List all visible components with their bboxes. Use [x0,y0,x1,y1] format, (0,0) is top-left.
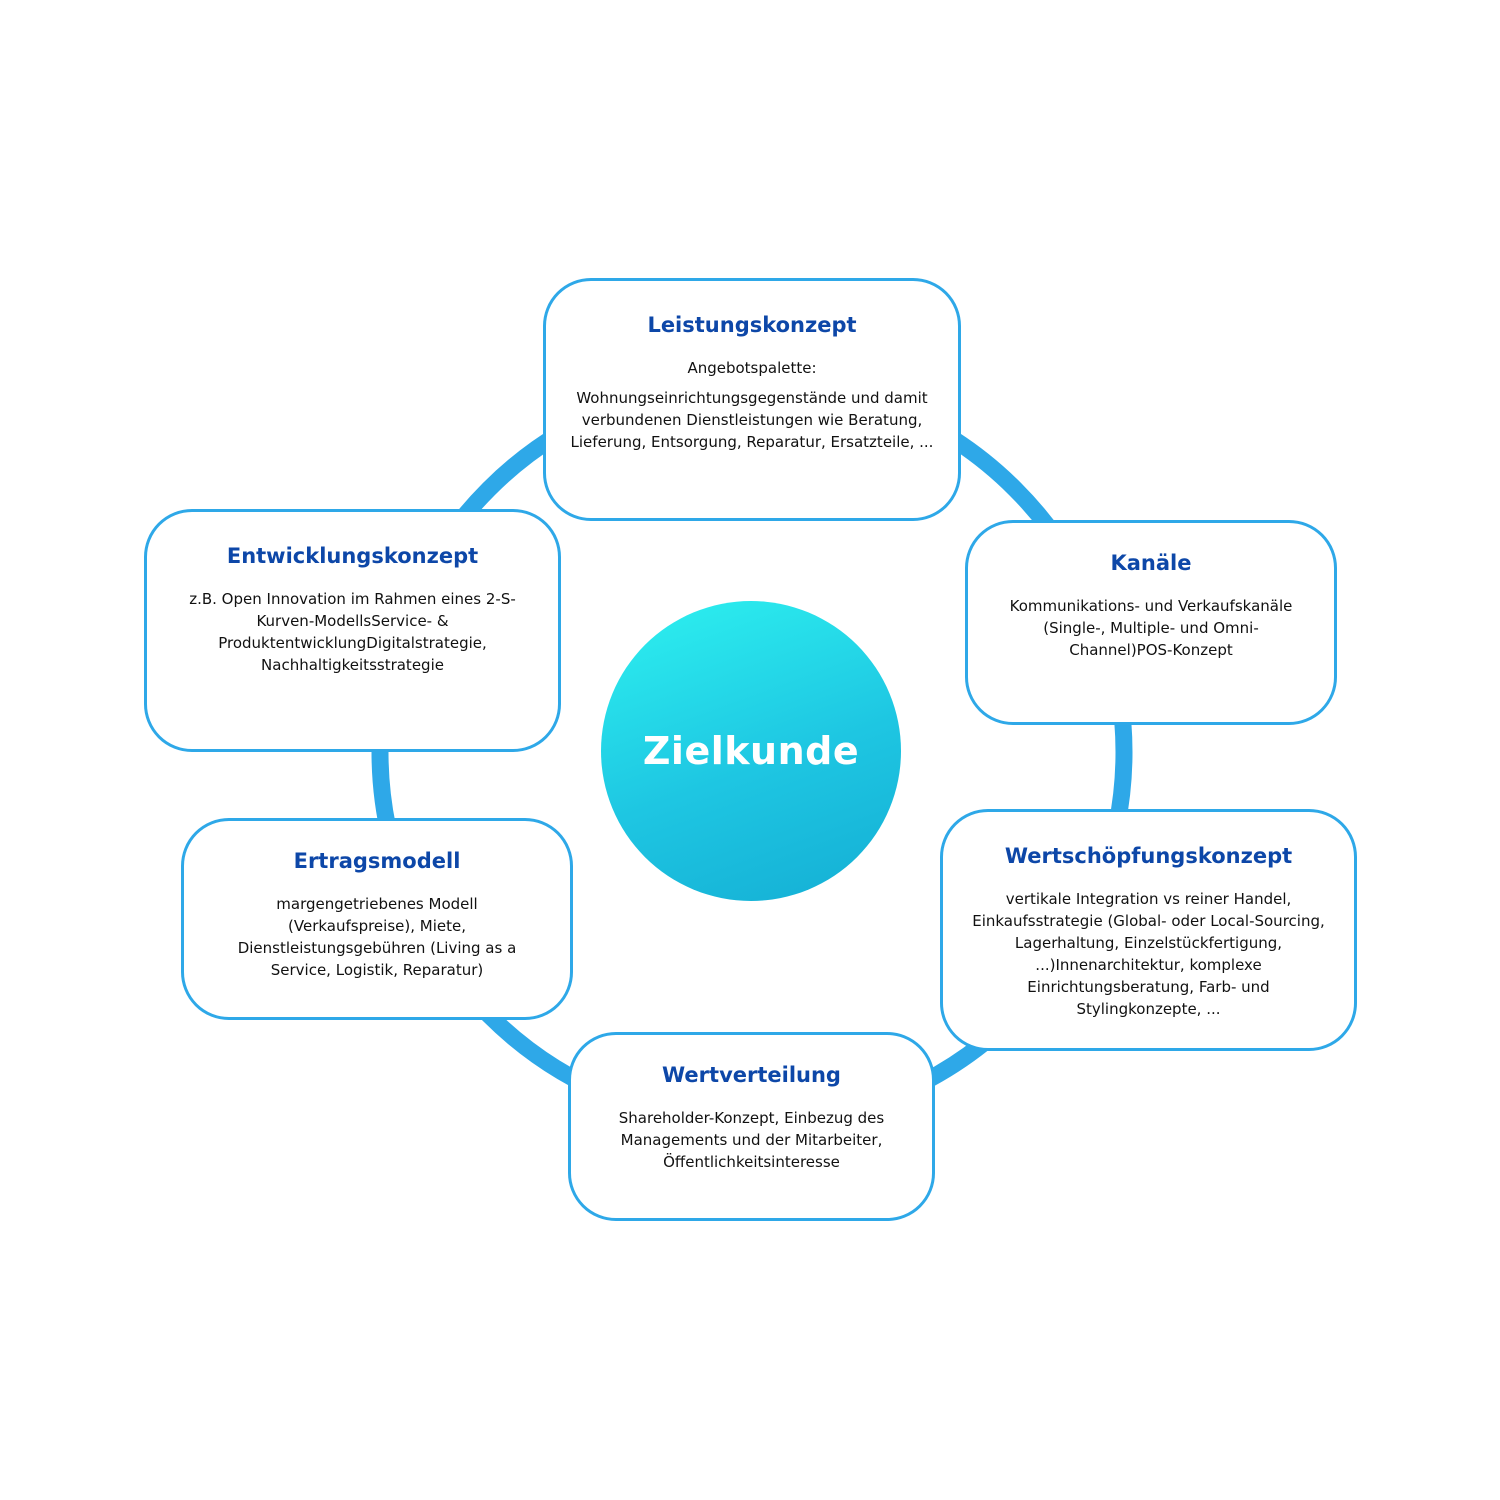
card-wertschoepfungskonzept: Wertschöpfungskonzept vertikale Integrat… [940,809,1357,1051]
card-title: Ertragsmodell [293,849,461,873]
hub-circle: Zielkunde [601,601,901,901]
card-title: Leistungskonzept [647,313,857,337]
card-text: Wohnungseinrichtungsgegenstände und dami… [570,389,934,451]
card-lead: Angebotspalette: [687,359,817,377]
hub-label: Zielkunde [642,729,860,773]
card-text: Kommunikations- und Verkaufskanäle (Sing… [1009,597,1293,659]
card-title: Entwicklungskonzept [226,544,479,568]
card-text: Shareholder-Konzept, Einbezug des Manage… [618,1109,885,1171]
card-title: Wertverteilung [662,1063,841,1087]
card-text: z.B. Open Innovation im Rahmen eines 2-S… [189,590,516,674]
card-text: vertikale Integration vs reiner Handel, … [972,890,1325,1018]
card-kanaele: Kanäle Kommunikations- und Verkaufskanäl… [965,520,1337,725]
card-entwicklungskonzept: Entwicklungskonzept z.B. Open Innovation… [144,509,561,752]
card-leistungskonzept: Leistungskonzept Angebotspalette: Wohnun… [543,278,961,521]
card-ertragsmodell: Ertragsmodell margengetriebenes Modell (… [181,818,573,1020]
card-title: Wertschöpfungskonzept [1004,844,1293,868]
card-text: margengetriebenes Modell (Verkaufspreise… [237,895,517,979]
card-title: Kanäle [1110,551,1192,575]
card-wertverteilung: Wertverteilung Shareholder-Konzept, Einb… [568,1032,935,1221]
